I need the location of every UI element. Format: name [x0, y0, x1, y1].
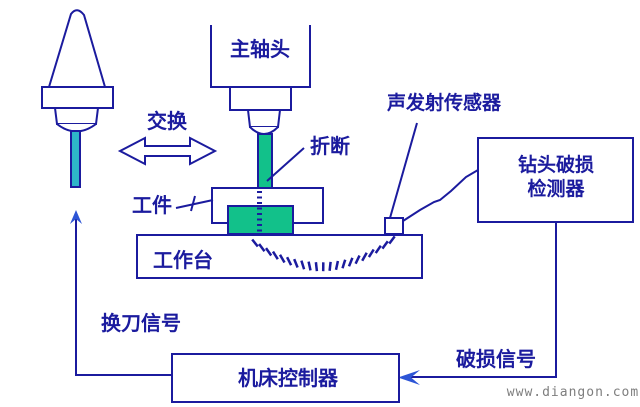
spindle-assembly: 主轴头 — [210, 25, 311, 189]
wave-tick — [300, 260, 306, 270]
spare-tool — [41, 9, 114, 188]
worktable-label: 工作台 — [153, 248, 213, 272]
wave-tick — [285, 256, 293, 266]
spindle-collet-nose — [249, 126, 279, 135]
wave-tick — [258, 243, 266, 253]
break-label: 折断 — [310, 134, 350, 158]
wave-tick — [278, 254, 286, 264]
wave-tick — [347, 257, 354, 267]
wave-tick — [334, 260, 340, 271]
ae-sensor-label: 声发射传感器 — [386, 91, 502, 114]
tool-change-arrowhead-icon — [70, 210, 82, 224]
sensor-wire — [402, 169, 479, 222]
wave-tick — [388, 235, 396, 245]
wave-tick — [264, 247, 273, 257]
controller-box — [171, 353, 400, 403]
workpiece-leader-tick — [190, 195, 196, 212]
wave-tick — [354, 255, 361, 265]
wave-tick — [367, 248, 375, 258]
tool-flange — [41, 86, 114, 109]
wave-tick — [293, 258, 299, 268]
tool-shank — [70, 130, 81, 188]
breakage-signal-line — [410, 222, 557, 378]
detector-label-line1: 钻头破损 — [518, 153, 594, 176]
breakage-arrowhead-icon — [398, 370, 420, 385]
tool-cone — [47, 9, 107, 88]
spindle-head-label: 主轴头 — [230, 37, 290, 61]
acoustic-wave-arc — [251, 235, 396, 272]
wave-tick — [341, 259, 347, 269]
wave-tick — [381, 240, 389, 250]
breakage-signal-label: 破损信号 — [456, 347, 536, 371]
wave-tick — [374, 244, 382, 254]
controller-label: 机床控制器 — [238, 366, 339, 390]
ae-sensor-block — [384, 217, 404, 235]
workpiece-label: 工件 — [132, 193, 172, 217]
wave-tick — [314, 262, 319, 272]
wave-tick — [328, 261, 332, 271]
spindle-collet — [246, 109, 282, 128]
tool-change-signal-line — [75, 218, 172, 376]
double-arrow-icon — [117, 136, 218, 166]
tool-collet — [53, 107, 100, 125]
worktable-box — [136, 234, 423, 279]
exchange-label: 交换 — [147, 109, 188, 133]
wave-tick — [307, 261, 312, 271]
break-leader-line — [266, 147, 305, 182]
drill-bit — [257, 133, 273, 189]
detector-label-line2: 检测器 — [527, 177, 585, 200]
workpiece-leader-line — [175, 199, 214, 209]
wave-tick — [361, 252, 368, 262]
tool-change-signal-label: 换刀信号 — [101, 311, 181, 335]
wave-tick — [271, 250, 279, 260]
spindle-quill — [229, 86, 292, 111]
ae-sensor-leader-line — [389, 122, 418, 219]
exchange-group: 交换 — [117, 109, 218, 166]
watermark-text: www.diangon.com — [507, 385, 639, 400]
wave-tick — [251, 238, 259, 248]
